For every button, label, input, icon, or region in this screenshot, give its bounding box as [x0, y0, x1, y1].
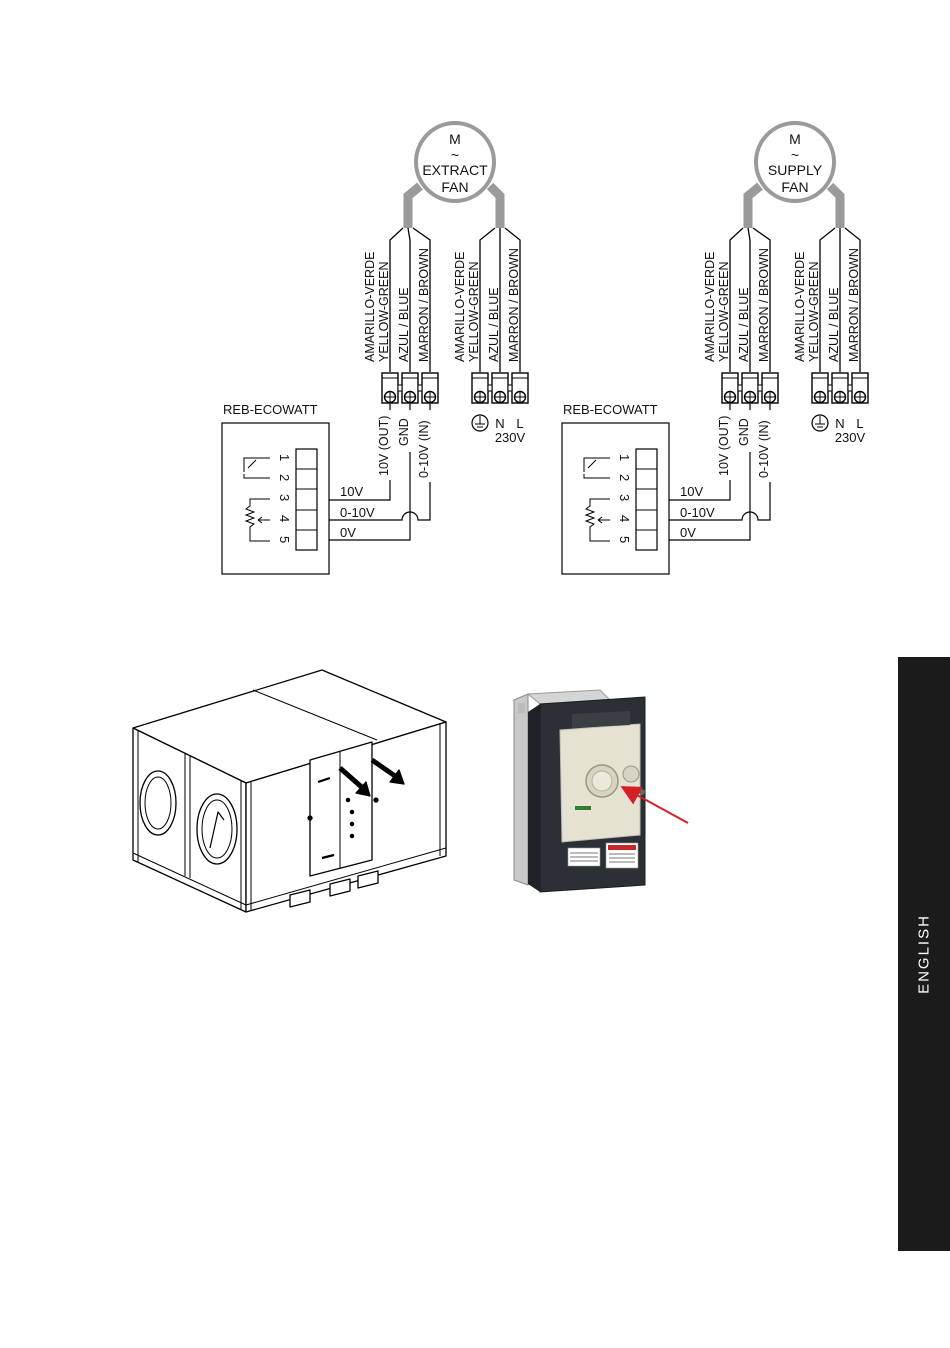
control-label-0-10v-in: 0-10V (IN) [757, 420, 771, 478]
control-label-10v-out: 10V (OUT) [377, 416, 391, 476]
fan-tilde: ~ [791, 147, 799, 163]
wiring-diagram-extract: M ~ EXTRACT FAN AMARILLO-VERDE YELLOW-GR… [221, 121, 529, 575]
terminal-number-4: 4 [277, 515, 292, 522]
frequency-drive-illustration [513, 689, 689, 893]
signal-label-0-10v: 0-10V [680, 505, 715, 520]
extract-fan-motor-icon [414, 121, 496, 203]
wire-label-amarillo-verde: AMARILLO-VERDE [363, 252, 377, 362]
wire-label-yellow-green: YELLOW-GREEN [807, 262, 821, 363]
signal-label-10v: 10V [680, 484, 703, 499]
terminal-number-5: 5 [617, 536, 632, 543]
signal-label-0-10v: 0-10V [340, 505, 375, 520]
terminal-number-3: 3 [617, 494, 632, 501]
terminal-number-4: 4 [617, 515, 632, 522]
terminal-block-control [381, 372, 439, 404]
terminal-number-1: 1 [277, 454, 292, 461]
fan-label-line1: EXTRACT [422, 162, 488, 178]
wire-label-yellow-green: YELLOW-GREEN [467, 262, 481, 363]
wire-label-azul-blue: AZUL / BLUE [827, 287, 841, 362]
signal-label-0v: 0V [340, 525, 356, 540]
wire-label-marron-brown: MARRON / BROWN [417, 248, 431, 362]
wire-label-azul-blue: AZUL / BLUE [397, 287, 411, 362]
terminal-number-3: 3 [277, 494, 292, 501]
control-label-0-10v-in: 0-10V (IN) [417, 420, 431, 478]
voltage-label: 230V [835, 430, 866, 445]
fan-symbol: M [449, 131, 461, 147]
control-label-10v-out: 10V (OUT) [717, 416, 731, 476]
fan-tilde: ~ [451, 147, 459, 163]
fan-symbol: M [789, 131, 801, 147]
signal-label-10v: 10V [340, 484, 363, 499]
controller-terminal-strip [295, 448, 318, 551]
terminal-block-power [471, 372, 529, 404]
cable-sheath-left [403, 182, 423, 228]
fan-label-line2: FAN [781, 179, 808, 195]
switch-icon [583, 457, 610, 479]
supply-fan-motor-icon [754, 121, 836, 203]
control-label-gnd: GND [397, 418, 411, 446]
wire-label-amarillo-verde: AMARILLO-VERDE [703, 252, 717, 362]
wire-label-amarillo-verde: AMARILLO-VERDE [793, 252, 807, 362]
potentiometer-icon [584, 498, 610, 542]
line-label: L [856, 416, 863, 431]
wire-label-marron-brown: MARRON / BROWN [507, 248, 521, 362]
indicator-arrow-icon [370, 757, 400, 781]
signal-label-0v: 0V [680, 525, 696, 540]
wire-label-azul-blue: AZUL / BLUE [737, 287, 751, 362]
wire-label-yellow-green: YELLOW-GREEN [377, 262, 391, 363]
neutral-label: N [495, 416, 504, 431]
language-tab-label: ENGLISH [915, 914, 933, 994]
cable-sheath-right [486, 182, 505, 228]
line-label: L [516, 416, 523, 431]
terminal-number-5: 5 [277, 536, 292, 543]
controller-label: REB-ECOWATT [563, 402, 658, 417]
indicator-arrow-icon [338, 766, 367, 792]
terminal-block-power [811, 372, 869, 404]
potentiometer-icon [244, 498, 270, 542]
air-handling-unit-illustration [132, 669, 447, 913]
wiring-diagram-supply: M ~ SUPPLY FAN AMARILLO-VERDE YELLOW-GRE… [561, 121, 869, 575]
controller-label: REB-ECOWATT [223, 402, 318, 417]
fan-label-line1: SUPPLY [768, 162, 823, 178]
wire-label-azul-blue: AZUL / BLUE [487, 287, 501, 362]
terminal-number-2: 2 [617, 474, 632, 481]
language-section-tab: ENGLISH [898, 657, 950, 1251]
ground-icon [811, 414, 829, 432]
voltage-label: 230V [495, 430, 526, 445]
wire-label-marron-brown: MARRON / BROWN [757, 248, 771, 362]
control-label-gnd: GND [737, 418, 751, 446]
fan-label-line2: FAN [441, 179, 468, 195]
switch-icon [243, 457, 270, 479]
red-pointer-arrow-icon [620, 786, 689, 824]
neutral-label: N [835, 416, 844, 431]
terminal-number-2: 2 [277, 474, 292, 481]
terminal-block-control [721, 372, 779, 404]
wire-label-yellow-green: YELLOW-GREEN [717, 262, 731, 363]
ground-icon [471, 414, 489, 432]
wire-label-marron-brown: MARRON / BROWN [847, 248, 861, 362]
wire-label-amarillo-verde: AMARILLO-VERDE [453, 252, 467, 362]
terminal-number-1: 1 [617, 454, 632, 461]
